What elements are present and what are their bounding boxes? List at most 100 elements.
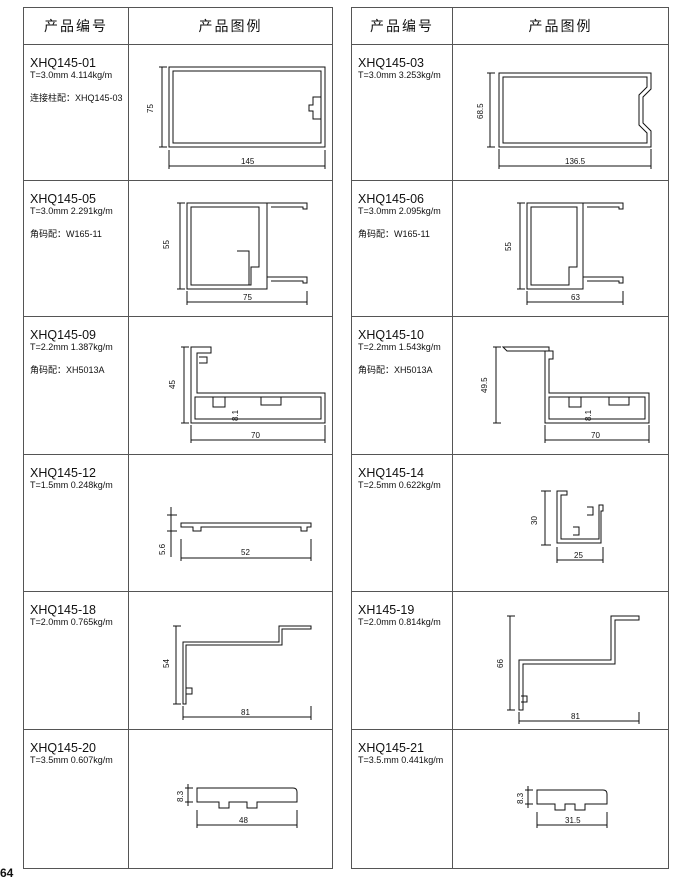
profile-drawing: 8.3 31.5	[516, 786, 608, 828]
dim-height: 55	[162, 240, 171, 249]
dim-height: 54	[162, 659, 171, 668]
header-product-figure: 产品图例	[528, 18, 593, 34]
profile-drawing: 5.6 52	[158, 507, 312, 561]
profile-drawing: 66 81	[496, 615, 640, 724]
code-cell: XH145-19 T=2.0mm 0.814kg/m	[352, 592, 453, 729]
table-row: XHQ145-05 T=3.0mm 2.291kg/m 角码配：W165-11 …	[24, 181, 332, 317]
dim-height: 49.5	[480, 377, 489, 393]
dim-height: 5.6	[158, 543, 167, 555]
dim-width: 52	[241, 548, 250, 557]
dim-width: 75	[243, 293, 252, 302]
dim-width: 145	[241, 157, 255, 166]
dim-height: 45	[168, 380, 177, 389]
dim-width: 136.5	[565, 157, 586, 166]
product-spec: T=3.0mm 2.291kg/m	[30, 206, 113, 216]
dim-width: 63	[571, 293, 580, 302]
profile-figure: 75 145	[129, 45, 332, 180]
product-spec: T=2.0mm 0.814kg/m	[358, 617, 441, 627]
code-cell: XHQ145-21 T=3.5.mm 0.441kg/m	[352, 730, 453, 868]
table-row: XHQ145-20 T=3.5mm 0.607kg/m 8.3 48	[24, 730, 332, 868]
table-row: XHQ145-06 T=3.0mm 2.095kg/m 角码配：W165-11 …	[352, 181, 668, 317]
dim-height: 55	[504, 242, 513, 251]
profile-figure: 68.5 136.5	[453, 45, 668, 180]
table-row: XHQ145-03 T=3.0mm 3.253kg/m 68.5 136.5	[352, 45, 668, 181]
code-cell: XHQ145-03 T=3.0mm 3.253kg/m	[352, 45, 453, 180]
profile-figure: 66 81	[453, 592, 668, 729]
product-code: XHQ145-18	[30, 603, 97, 617]
dim-width: 70	[251, 431, 260, 440]
catalog-table-left: 产品编号 产品图例 XHQ145-01 T=3.0mm 4.114kg/m 连接…	[23, 7, 333, 869]
dim-width: 81	[241, 708, 250, 717]
product-code: XHQ145-01	[30, 56, 97, 70]
product-code: XHQ145-05	[30, 192, 97, 206]
header-product-code: 产品编号	[24, 8, 129, 44]
product-note: 角码配：W165-11	[358, 229, 430, 239]
dim-width: 31.5	[565, 816, 581, 825]
product-spec: T=2.0mm 0.765kg/m	[30, 617, 113, 627]
product-code: XHQ145-06	[358, 192, 425, 206]
product-note: 角码配：XH5013A	[30, 365, 105, 375]
table-row: XHQ145-12 T=1.5mm 0.248kg/m 5.6 52	[24, 455, 332, 592]
table-row: XHQ145-21 T=3.5.mm 0.441kg/m 8.3 31.5	[352, 730, 668, 868]
dim-width: 48	[239, 816, 248, 825]
product-code: XHQ145-09	[30, 328, 97, 342]
dim-height: 30	[530, 516, 539, 525]
product-spec: T=3.0mm 3.253kg/m	[358, 70, 441, 80]
table-row: XHQ145-18 T=2.0mm 0.765kg/m 54 81	[24, 592, 332, 730]
product-note: 角码配：XH5013A	[358, 365, 433, 375]
header-product-code: 产品编号	[352, 8, 453, 44]
code-cell: XHQ145-09 T=2.2mm 1.387kg/m 角码配：XH5013A	[24, 317, 129, 454]
code-cell: XHQ145-18 T=2.0mm 0.765kg/m	[24, 592, 129, 729]
dim-lip: 8.1	[231, 409, 240, 421]
table-row: XHQ145-10 T=2.2mm 1.543kg/m 角码配：XH5013A …	[352, 317, 668, 455]
code-cell: XHQ145-14 T=2.5mm 0.622kg/m	[352, 455, 453, 591]
table-row: XHQ145-09 T=2.2mm 1.387kg/m 角码配：XH5013A …	[24, 317, 332, 455]
dim-height: 8.3	[516, 792, 525, 804]
product-spec: T=3.0mm 4.114kg/m	[30, 70, 113, 80]
table-row: XHQ145-14 T=2.5mm 0.622kg/m 30 25	[352, 455, 668, 592]
dim-height: 68.5	[476, 103, 485, 119]
dim-height: 75	[146, 104, 155, 113]
product-note: 连接柱配：XHQ145-03	[30, 93, 123, 103]
profile-figure: 30 25	[453, 455, 668, 591]
profile-drawing: 54 81	[162, 625, 312, 720]
profile-figure: 55 63	[453, 181, 668, 316]
dim-height: 66	[496, 659, 505, 668]
code-cell: XHQ145-10 T=2.2mm 1.543kg/m 角码配：XH5013A	[352, 317, 453, 454]
table-row: XHQ145-01 T=3.0mm 4.114kg/m 连接柱配：XHQ145-…	[24, 45, 332, 181]
product-note: 角码配：W165-11	[30, 229, 102, 239]
header-product-figure: 产品图例	[198, 18, 263, 34]
catalog-table-right: 产品编号 产品图例 XHQ145-03 T=3.0mm 3.253kg/m 68…	[351, 7, 669, 869]
profile-figure: 8.3 48	[129, 730, 332, 868]
product-code: XH145-19	[358, 603, 415, 617]
product-code: XHQ145-21	[358, 741, 425, 755]
product-spec: T=2.2mm 1.387kg/m	[30, 342, 113, 352]
dim-height: 8.3	[176, 790, 185, 802]
dim-width: 25	[574, 551, 583, 560]
profile-drawing: 68.5 136.5	[476, 72, 652, 169]
dim-width: 70	[591, 431, 600, 440]
product-spec: T=1.5mm 0.248kg/m	[30, 480, 113, 490]
profile-figure: 54 81	[129, 592, 332, 729]
profile-figure: 5.6 52	[129, 455, 332, 591]
product-spec: T=3.0mm 2.095kg/m	[358, 206, 441, 216]
profile-drawing: 55 63	[504, 202, 624, 305]
profile-drawing: 8.3 48	[176, 784, 298, 828]
code-cell: XHQ145-05 T=3.0mm 2.291kg/m 角码配：W165-11	[24, 181, 129, 316]
code-cell: XHQ145-20 T=3.5mm 0.607kg/m	[24, 730, 129, 868]
profile-drawing: 75 145	[146, 66, 326, 169]
product-code: XHQ145-03	[358, 56, 425, 70]
dim-width: 81	[571, 712, 580, 721]
dim-lip: 8.1	[584, 409, 593, 421]
profile-figure: 8.3 31.5	[453, 730, 668, 868]
profile-drawing: 30 25	[530, 490, 604, 563]
code-cell: XHQ145-01 T=3.0mm 4.114kg/m 连接柱配：XHQ145-…	[24, 45, 129, 180]
code-cell: XHQ145-06 T=3.0mm 2.095kg/m 角码配：W165-11	[352, 181, 453, 316]
product-spec: T=2.2mm 1.543kg/m	[358, 342, 441, 352]
profile-drawing: 55 75	[162, 202, 308, 305]
table-header: 产品编号 产品图例	[352, 8, 668, 45]
table-row: XH145-19 T=2.0mm 0.814kg/m 66 81	[352, 592, 668, 730]
product-code: XHQ145-20	[30, 741, 97, 755]
product-code: XHQ145-14	[358, 466, 425, 480]
product-code: XHQ145-10	[358, 328, 425, 342]
